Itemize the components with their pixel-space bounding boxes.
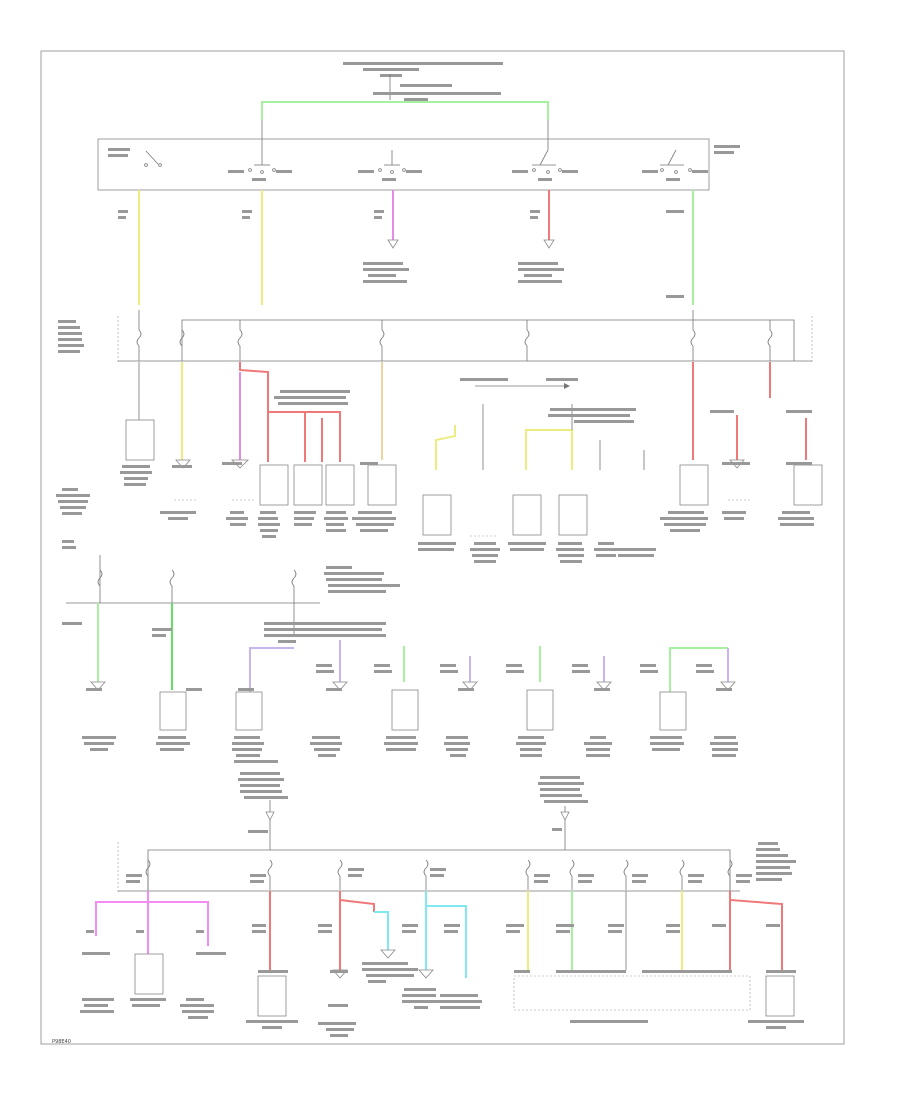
yellow-wire-fp1-f: [435, 425, 456, 470]
connector-arrow: [90, 681, 106, 691]
connector-arrow: [332, 681, 348, 691]
module-q: [765, 975, 795, 1017]
cyan-wire-fp3-c: [426, 905, 467, 978]
module-d: [367, 464, 397, 506]
module-e: [422, 494, 452, 536]
pink-wire-fp1-a: [239, 362, 269, 462]
module-c: [325, 464, 355, 506]
figure-code: P98E40: [52, 1039, 71, 1045]
module-m: [526, 689, 554, 731]
ignition-switch-section: [97, 62, 740, 305]
module-i: [793, 464, 823, 506]
module-h: [679, 464, 709, 506]
components-row-3: [90, 681, 736, 731]
fuse-panel-2-label: [56, 488, 400, 593]
connector-arrow: [175, 459, 191, 469]
module-p: [257, 975, 287, 1017]
module-n: [659, 691, 687, 731]
components-row-2: [125, 419, 823, 537]
module-k: [235, 691, 263, 731]
top-header-text: [343, 62, 503, 101]
module-g: [558, 494, 588, 536]
module-f: [512, 494, 542, 536]
row-2-text-labels: [120, 378, 814, 563]
pink-wire-fp3-f: [729, 891, 783, 970]
connector-arrow: [387, 239, 399, 249]
module-o: [134, 953, 164, 995]
pink-wire-fp3-e: [339, 899, 375, 912]
fuses-row-1: [136, 310, 773, 361]
yellow-wire-fp1-g: [525, 429, 573, 470]
connector-arrow: [265, 811, 275, 821]
cyan-wire-fp3-a: [374, 911, 389, 950]
connector-arrow: [462, 681, 478, 691]
row-4-text-labels: [80, 868, 804, 1037]
components-row-4: [134, 949, 795, 1017]
module-j: [159, 691, 187, 731]
fuses-row-2: [97, 569, 297, 603]
row-3-text-labels: [62, 622, 738, 803]
module-a: [259, 464, 289, 506]
connector-arrow: [543, 239, 555, 249]
fuse-panel-3-label: [756, 842, 796, 881]
lighting-control-module-box: [513, 975, 751, 1011]
connector-arrow: [560, 811, 570, 821]
module-b: [293, 464, 323, 506]
ignition-switch-box: [97, 138, 710, 191]
fuse-panel-1-label: [58, 320, 84, 353]
pink-wire-fp3-a: [95, 901, 209, 946]
pink-wire-fp1-b: [268, 411, 341, 462]
fuses-row-4: [145, 859, 733, 890]
fuse-panel-3: [80, 840, 804, 1037]
wire-id-labels-top: [118, 210, 684, 298]
green-wire-top-bus: [261, 101, 549, 120]
ignition-switch-contacts: [108, 148, 692, 174]
module-lighting: [125, 419, 155, 461]
diagram-frame: [40, 50, 845, 1045]
connector-arrow: [418, 969, 434, 979]
module-l: [391, 689, 419, 731]
connector-arrow: [380, 949, 396, 959]
green-wire-fp2-e: [669, 647, 728, 692]
violet-wire-fp2-a: [249, 647, 294, 692]
fuse-panel-1: [58, 310, 823, 563]
connector-arrow: [720, 681, 736, 691]
fuse-panel-2: [56, 488, 738, 840]
ignition-switch-labels: [228, 170, 708, 181]
connector-arrow: [596, 681, 612, 691]
